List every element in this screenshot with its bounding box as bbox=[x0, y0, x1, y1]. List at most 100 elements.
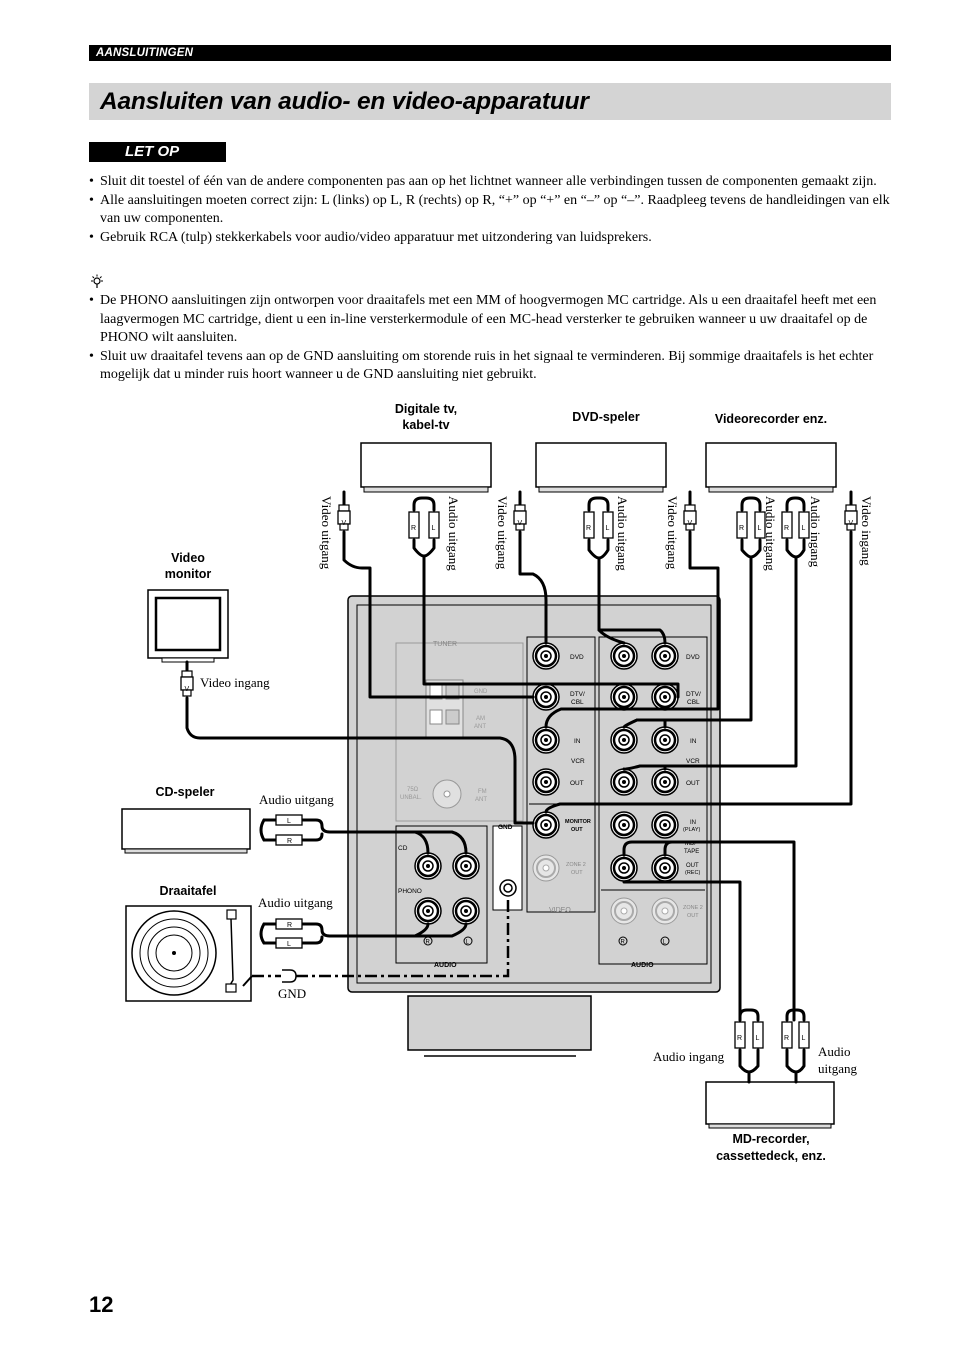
svg-text:DVD-speler: DVD-speler bbox=[572, 410, 640, 424]
svg-text:DTV/: DTV/ bbox=[686, 691, 701, 698]
plug-dtv-audio: R L bbox=[408, 511, 440, 539]
svg-text:Audio uitgang: Audio uitgang bbox=[259, 792, 334, 807]
svg-text:V: V bbox=[518, 520, 523, 527]
svg-text:L: L bbox=[802, 525, 806, 532]
svg-text:R: R bbox=[784, 1035, 789, 1042]
plug-dvd-audio: R L bbox=[583, 511, 614, 539]
svg-text:VCR: VCR bbox=[571, 758, 585, 765]
svg-text:cassettedeck, enz.: cassettedeck, enz. bbox=[716, 1149, 826, 1163]
svg-text:(REC): (REC) bbox=[685, 870, 700, 876]
svg-text:GND: GND bbox=[498, 824, 513, 831]
svg-text:OUT: OUT bbox=[570, 780, 584, 787]
svg-text:V: V bbox=[185, 686, 190, 693]
page-title-bar: Aansluiten van audio- en video-apparatuu… bbox=[89, 83, 891, 120]
caution-label-bar: LET OP bbox=[89, 142, 226, 162]
svg-text:Audio uitgang: Audio uitgang bbox=[446, 496, 461, 571]
page-number: 12 bbox=[89, 1292, 114, 1317]
plug-dtv-video: V bbox=[337, 504, 351, 531]
svg-text:R: R bbox=[621, 940, 626, 946]
svg-text:CD: CD bbox=[398, 845, 408, 852]
svg-text:ZONE 2: ZONE 2 bbox=[566, 862, 586, 868]
plug-vcr-audio-out: R L bbox=[736, 511, 766, 539]
svg-text:L: L bbox=[432, 525, 436, 532]
note-item: •Sluit uw draaitafel tevens aan op de GN… bbox=[89, 348, 874, 383]
svg-text:L: L bbox=[756, 1035, 760, 1042]
svg-text:R: R bbox=[784, 525, 789, 532]
notes-list: •De PHONO aansluitingen zijn ontworpen v… bbox=[89, 292, 891, 385]
svg-text:kabel-tv: kabel-tv bbox=[402, 418, 449, 432]
svg-text:R: R bbox=[287, 922, 292, 929]
plug-vcr-video-out: V bbox=[683, 504, 697, 531]
svg-text:AUDIO: AUDIO bbox=[631, 962, 654, 969]
dtv-device: Digitale tv, kabel-tv bbox=[360, 402, 492, 493]
plug-md-audio-out: R L bbox=[781, 1021, 810, 1049]
turntable: Draaitafel bbox=[125, 884, 252, 1002]
plug-phono-audio: R L bbox=[275, 918, 303, 949]
vcr-device: Videorecorder enz. bbox=[705, 412, 837, 493]
svg-text:CBL: CBL bbox=[687, 699, 700, 706]
svg-text:Video uitgang: Video uitgang bbox=[665, 496, 680, 570]
svg-text:IN: IN bbox=[574, 738, 581, 745]
svg-text:L: L bbox=[466, 940, 470, 946]
svg-text:TAPE: TAPE bbox=[684, 849, 699, 855]
svg-text:FM: FM bbox=[478, 789, 487, 795]
receiver-rear-panel: TUNER GND AM ANT 75Ω UNBAL. FM ANT CD PH… bbox=[347, 595, 721, 1057]
svg-text:L: L bbox=[287, 818, 291, 825]
svg-text:R: R bbox=[411, 525, 416, 532]
svg-text:L: L bbox=[287, 941, 291, 948]
svg-text:L: L bbox=[606, 525, 610, 532]
svg-text:AUDIO: AUDIO bbox=[434, 962, 457, 969]
note-item: •De PHONO aansluitingen zijn ontworpen v… bbox=[89, 293, 877, 345]
svg-text:R: R bbox=[287, 838, 292, 845]
svg-text:R: R bbox=[426, 940, 431, 946]
svg-text:V: V bbox=[849, 520, 854, 527]
svg-text:Videorecorder enz.: Videorecorder enz. bbox=[715, 412, 827, 426]
svg-text:Audio: Audio bbox=[818, 1044, 851, 1059]
svg-text:Audio uitgang: Audio uitgang bbox=[763, 496, 778, 571]
svg-text:R: R bbox=[739, 525, 744, 532]
svg-text:Digitale tv,: Digitale tv, bbox=[395, 402, 457, 416]
svg-text:L: L bbox=[802, 1035, 806, 1042]
svg-text:Audio ingang: Audio ingang bbox=[808, 496, 823, 568]
svg-text:Video uitgang: Video uitgang bbox=[319, 496, 334, 570]
svg-text:MONITOR: MONITOR bbox=[565, 819, 591, 825]
svg-text:MD/: MD/ bbox=[685, 841, 696, 847]
caution-item: •Alle aansluitingen moeten correct zijn:… bbox=[89, 192, 890, 227]
caution-label: LET OP bbox=[125, 143, 180, 160]
svg-text:OUT: OUT bbox=[686, 780, 700, 787]
svg-text:(PLAY): (PLAY) bbox=[683, 827, 700, 833]
svg-text:R: R bbox=[737, 1035, 742, 1042]
svg-text:CD-speler: CD-speler bbox=[155, 785, 214, 799]
svg-text:AM: AM bbox=[476, 716, 485, 722]
svg-text:PHONO: PHONO bbox=[398, 888, 422, 895]
video-monitor: Video monitor bbox=[147, 551, 229, 663]
svg-text:OUT: OUT bbox=[686, 863, 699, 869]
svg-text:MD-recorder,: MD-recorder, bbox=[732, 1132, 809, 1146]
svg-text:ANT: ANT bbox=[475, 797, 487, 803]
svg-text:75Ω: 75Ω bbox=[407, 787, 419, 793]
plug-cd-audio: L R bbox=[275, 814, 303, 846]
caution-list: •Sluit dit toestel of één van de andere … bbox=[89, 173, 891, 247]
caution-item: •Gebruik RCA (tulp) stekkerkabels voor a… bbox=[89, 229, 652, 245]
svg-text:Video ingang: Video ingang bbox=[200, 675, 270, 690]
svg-text:GND: GND bbox=[278, 986, 306, 1001]
md-recorder: MD-recorder, cassettedeck, enz. bbox=[705, 1081, 835, 1163]
section-title: AANSLUITINGEN bbox=[96, 47, 194, 59]
svg-text:DTV/: DTV/ bbox=[570, 691, 585, 698]
svg-text:uitgang: uitgang bbox=[818, 1061, 857, 1076]
svg-text:OUT: OUT bbox=[687, 913, 699, 919]
svg-text:L: L bbox=[663, 940, 667, 946]
svg-text:V: V bbox=[342, 520, 347, 527]
svg-text:Audio uitgang: Audio uitgang bbox=[258, 895, 333, 910]
svg-text:Video uitgang: Video uitgang bbox=[495, 496, 510, 570]
plug-monitor-video: V bbox=[180, 670, 194, 697]
svg-text:Audio uitgang: Audio uitgang bbox=[615, 496, 630, 571]
svg-text:IN: IN bbox=[690, 738, 697, 745]
svg-text:VCR: VCR bbox=[686, 758, 700, 765]
section-header-bar: AANSLUITINGEN bbox=[89, 45, 891, 61]
svg-text:DVD: DVD bbox=[686, 654, 700, 661]
dvd-device: DVD-speler bbox=[535, 410, 667, 493]
caution-item: •Sluit dit toestel of één van de andere … bbox=[89, 174, 877, 189]
plug-vcr-video-in: V bbox=[844, 504, 858, 531]
